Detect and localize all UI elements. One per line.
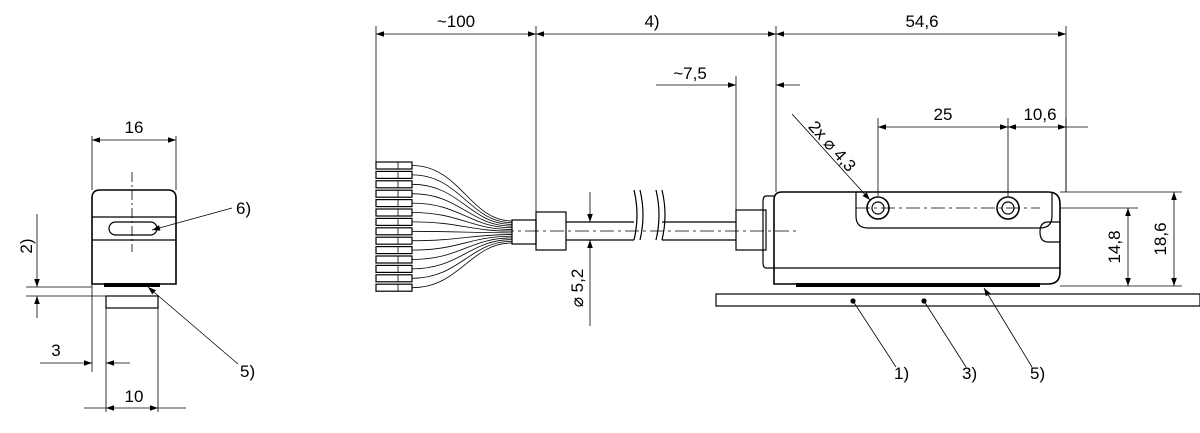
wire (411, 165, 513, 222)
connector-pin (375, 236, 413, 245)
connector-pin (375, 227, 413, 236)
leader-line (852, 300, 897, 368)
wire (411, 174, 513, 224)
sensor-body-outline (773, 191, 1061, 285)
dim-hole-edge: 10,6 (1023, 105, 1056, 124)
callout-3: 3) (962, 364, 977, 383)
dim-side-base: 10 (125, 387, 144, 406)
callout-5-main: 5) (1030, 364, 1045, 383)
connector-pin (375, 161, 413, 170)
wire (411, 183, 513, 225)
sensor-end-cap (762, 195, 774, 269)
connector-pin (375, 199, 413, 208)
wire (411, 239, 513, 270)
leader-line (147, 286, 239, 365)
wire (411, 235, 513, 251)
leader-line (923, 300, 967, 368)
side-view: 16 2) 3 10 6) 5) (17, 118, 255, 412)
leader-line (151, 207, 233, 231)
mounting-tab (855, 192, 1053, 229)
dim-cable-length: 4) (644, 12, 659, 31)
cable-break-right (655, 189, 666, 241)
wire (411, 237, 513, 260)
connector-pin (375, 217, 413, 226)
dim-side-offset: 2) (17, 238, 36, 253)
side-base (105, 295, 159, 309)
dim-side-width: 16 (125, 118, 144, 137)
dim-side-gap: 3 (51, 341, 60, 360)
connector-pin (375, 246, 413, 255)
connector-pin (375, 274, 413, 283)
cable-sleeve-left (511, 219, 537, 245)
wire (411, 212, 513, 230)
wire (411, 234, 513, 242)
connector-pin (375, 180, 413, 189)
dim-cable-diameter: ⌀ 5,2 (568, 269, 587, 308)
connector-pin (375, 208, 413, 217)
connector-pin (375, 189, 413, 198)
dim-height-total: 18,6 (1151, 222, 1170, 255)
callout-6: 6) (236, 199, 251, 218)
connector-pins (375, 161, 413, 292)
dim-height-inner: 14,8 (1105, 230, 1124, 263)
side-slot (108, 221, 158, 236)
dim-hole-pitch: 25 (934, 105, 953, 124)
cable-sleeve-right (735, 209, 767, 251)
dim-holes: 2x ⌀ 4,3 (805, 117, 860, 175)
wire (411, 221, 513, 232)
mounting-rail (715, 293, 1200, 307)
wire (411, 240, 513, 279)
connector-pin (375, 255, 413, 264)
connector-pin (375, 170, 413, 179)
connector-pin (375, 264, 413, 273)
callout-5-side: 5) (240, 362, 255, 381)
dim-body-length: 54,6 (905, 12, 938, 31)
main-view: ~100 4) 54,6 ~7,5 ⌀ 5,2 25 10,6 2x ⌀ 4,3… (375, 12, 1200, 383)
connector-pin (375, 283, 413, 292)
callout-1: 1) (894, 364, 909, 383)
leader-line (791, 113, 871, 201)
side-body-outline (91, 189, 177, 285)
dim-cable-sleeve: ~7,5 (673, 64, 707, 83)
leader-line (983, 287, 1033, 368)
cable-break-left (633, 189, 644, 241)
dim-cable-lead: ~100 (437, 12, 475, 31)
sensor-end-nub (1039, 221, 1060, 243)
wire (411, 230, 513, 234)
wire-fan (411, 165, 513, 289)
wire (411, 242, 513, 289)
wire (411, 193, 513, 227)
wire (411, 202, 513, 229)
